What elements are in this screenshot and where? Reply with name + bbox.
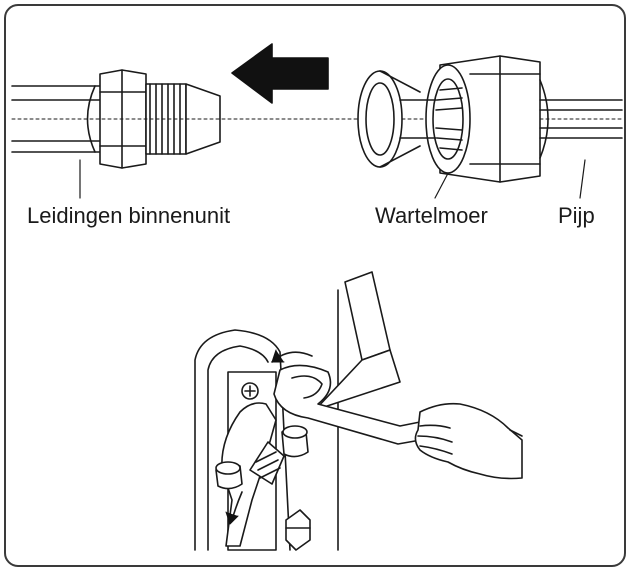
label-pipe: Pijp [558, 203, 595, 228]
copper-pipe [399, 99, 623, 139]
open-end-wrench [271, 349, 433, 445]
label-indoor-unit-piping: Leidingen binnenunit [27, 203, 231, 228]
service-valve-caps [215, 425, 311, 551]
flare-nut [425, 55, 549, 183]
phillips-screw-icon [241, 382, 259, 400]
leader-pipe [579, 159, 586, 199]
flare-cone [357, 70, 421, 168]
label-flare-nut: Wartelmoer [375, 203, 488, 228]
hex-nut-fitting [99, 69, 221, 169]
adjustable-wrench [221, 402, 285, 547]
vertical-pipe [314, 271, 401, 411]
indoor-unit-pipe [11, 85, 101, 153]
arrow-left-icon [231, 43, 329, 104]
hand [414, 402, 523, 480]
